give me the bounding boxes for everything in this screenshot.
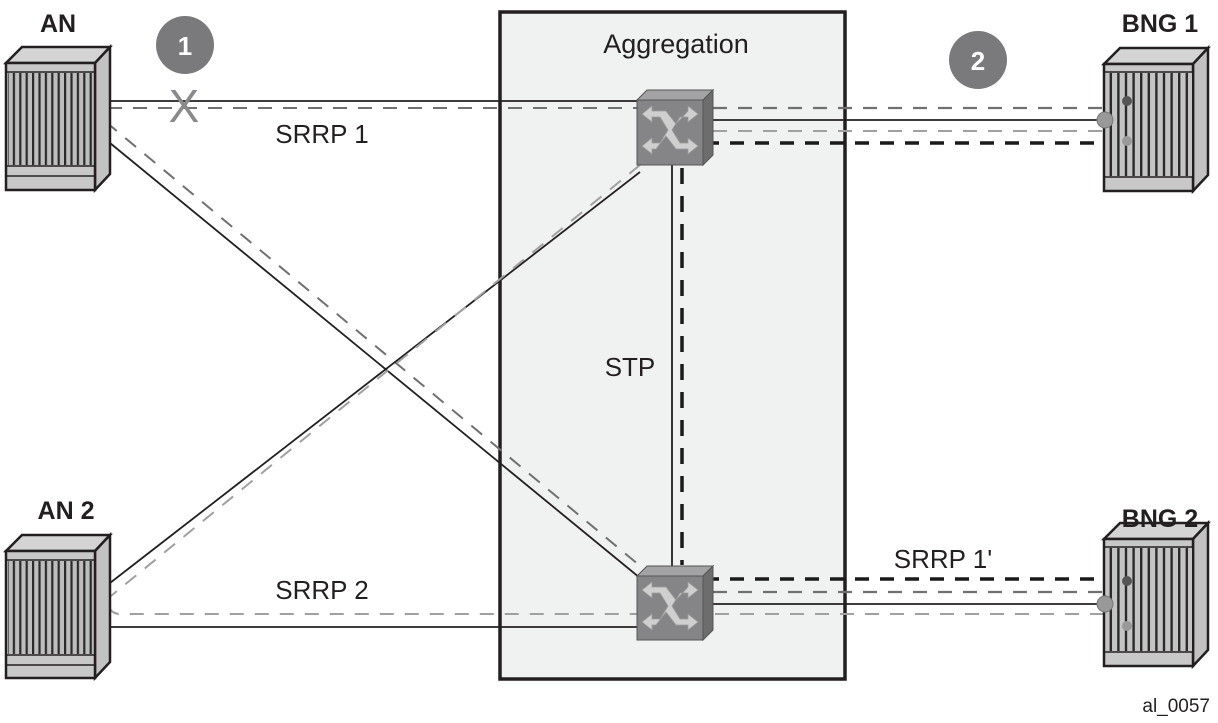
port-indicator-icon [1122,136,1132,146]
callout-1: 1 [156,16,214,74]
callout-2: 2 [949,31,1007,89]
svg-text:2: 2 [971,46,985,76]
link-an1-bottom-dashed[interactable] [105,121,646,571]
srrp1-label: SRRP 1 [275,119,368,149]
an2-label: AN 2 [38,497,95,525]
srrp2-label: SRRP 2 [275,575,368,605]
figure-id: al_0057 [1142,696,1210,717]
an1-label: AN [40,10,76,38]
access-node-an1[interactable] [2,43,113,194]
port-connector-icon [1096,111,1114,129]
port-indicator-icon [1122,621,1132,631]
bng2-label: BNG 2 [1122,505,1198,533]
link-an2-top-solid[interactable] [109,171,641,584]
stp-label: STP [605,352,656,382]
failure-x-icon: X [169,80,200,132]
srrp1-prime-label: SRRP 1' [894,544,992,574]
port-connector-icon [1096,595,1114,613]
switch-bottom[interactable] [635,564,715,642]
link-an1-bottom-solid[interactable] [109,142,641,579]
svg-text:1: 1 [178,31,192,61]
bng2-node[interactable] [1096,519,1211,670]
switch-top[interactable] [635,88,715,167]
port-indicator-icon [1122,96,1132,106]
aggregation-label: Aggregation [603,29,749,59]
bng1-node[interactable] [1096,44,1211,195]
access-node-an2[interactable] [2,531,113,682]
port-indicator-icon [1122,576,1132,586]
bng1-label: BNG 1 [1122,10,1199,38]
